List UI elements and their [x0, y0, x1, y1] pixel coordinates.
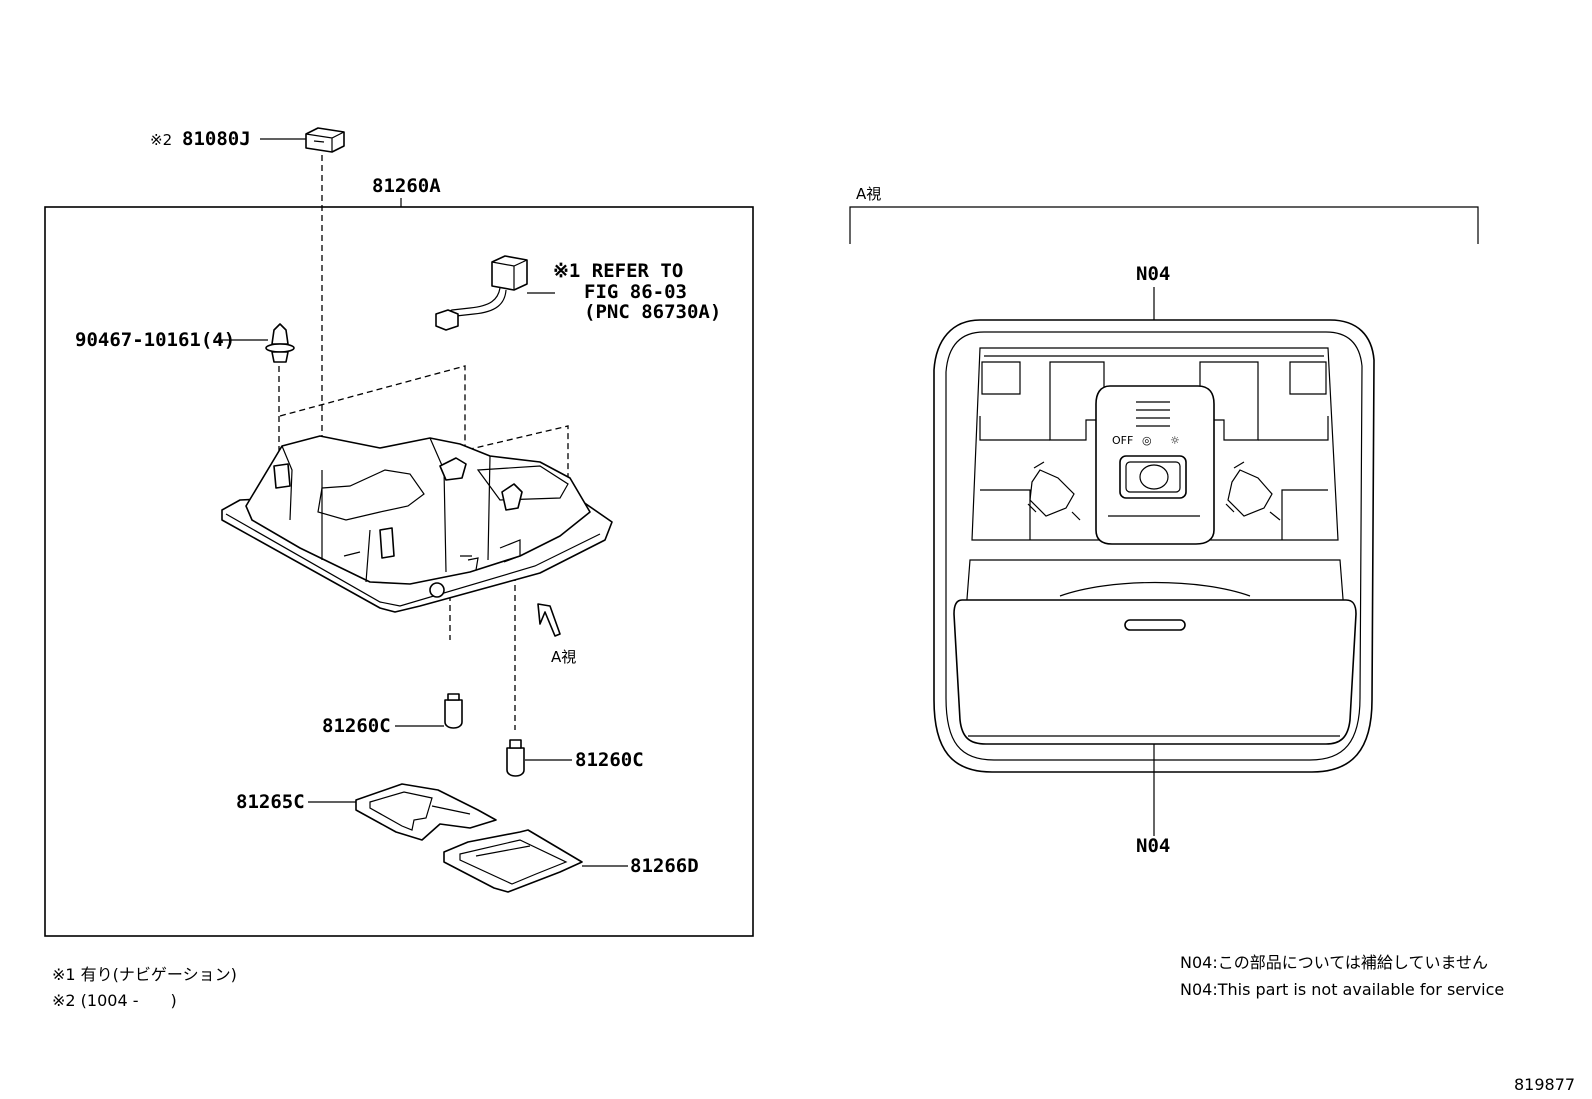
wire-harness-86730A — [435, 255, 555, 331]
label-81080J: 81080J — [182, 128, 251, 150]
label-90467-10161: 90467-10161(4) — [75, 329, 235, 351]
service-note-jp: N04:この部品については補給していません — [1180, 953, 1488, 972]
overhead-console: OFF ◎ ☼ — [933, 319, 1375, 773]
view-a-arrow — [537, 603, 561, 637]
lens-81266D — [443, 829, 583, 893]
note-refer-line3: (PNC 86730A) — [584, 301, 721, 323]
callout-N04-top: N04 — [1136, 263, 1170, 285]
footnote-1: ※1 有り(ナビゲーション) — [52, 965, 237, 984]
footnote-2: ※2 (1004 - ) — [52, 991, 177, 1010]
view-a-arrow-label: A視 — [551, 648, 576, 666]
callout-N04-bottom: N04 — [1136, 835, 1170, 857]
service-note-en: N04:This part is not available for servi… — [1180, 980, 1504, 999]
lens-81265C — [355, 783, 497, 841]
label-81260C-left: 81260C — [322, 715, 391, 737]
bulb-81260C-right — [506, 739, 525, 777]
label-81266D: 81266D — [630, 855, 699, 877]
assembly-frame — [44, 206, 754, 937]
switch-label-on: ☼ — [1170, 434, 1180, 447]
right-view-a-panel: A視 N04 — [849, 185, 1479, 857]
note-refer-line1: ※1 REFER TO — [553, 260, 683, 282]
socket-left — [1027, 461, 1081, 521]
switch-label-door: ◎ — [1142, 434, 1152, 447]
view-a-bracket — [849, 206, 1479, 244]
bulb-81260C-left — [444, 693, 463, 729]
switch-label-off: OFF — [1112, 434, 1133, 447]
figure-number: 819877 — [1514, 1075, 1575, 1094]
clip-90467 — [265, 323, 295, 363]
note-refer-line2: FIG 86-03 — [584, 281, 687, 303]
label-81080J-prefix: ※2 — [150, 131, 172, 149]
connector-81080J — [305, 127, 345, 153]
lamp-housing-81260A — [221, 435, 613, 613]
label-81260C-right: 81260C — [575, 749, 644, 771]
label-81265C: 81265C — [236, 791, 305, 813]
view-a-title: A視 — [856, 185, 881, 203]
label-81260A: 81260A — [372, 175, 441, 197]
cover-release-tab — [1124, 619, 1186, 631]
left-assembly-panel: 81260A ※2 81080J ※1 REFER TO FIG 86-03 (… — [44, 127, 754, 937]
socket-right — [1225, 461, 1281, 521]
